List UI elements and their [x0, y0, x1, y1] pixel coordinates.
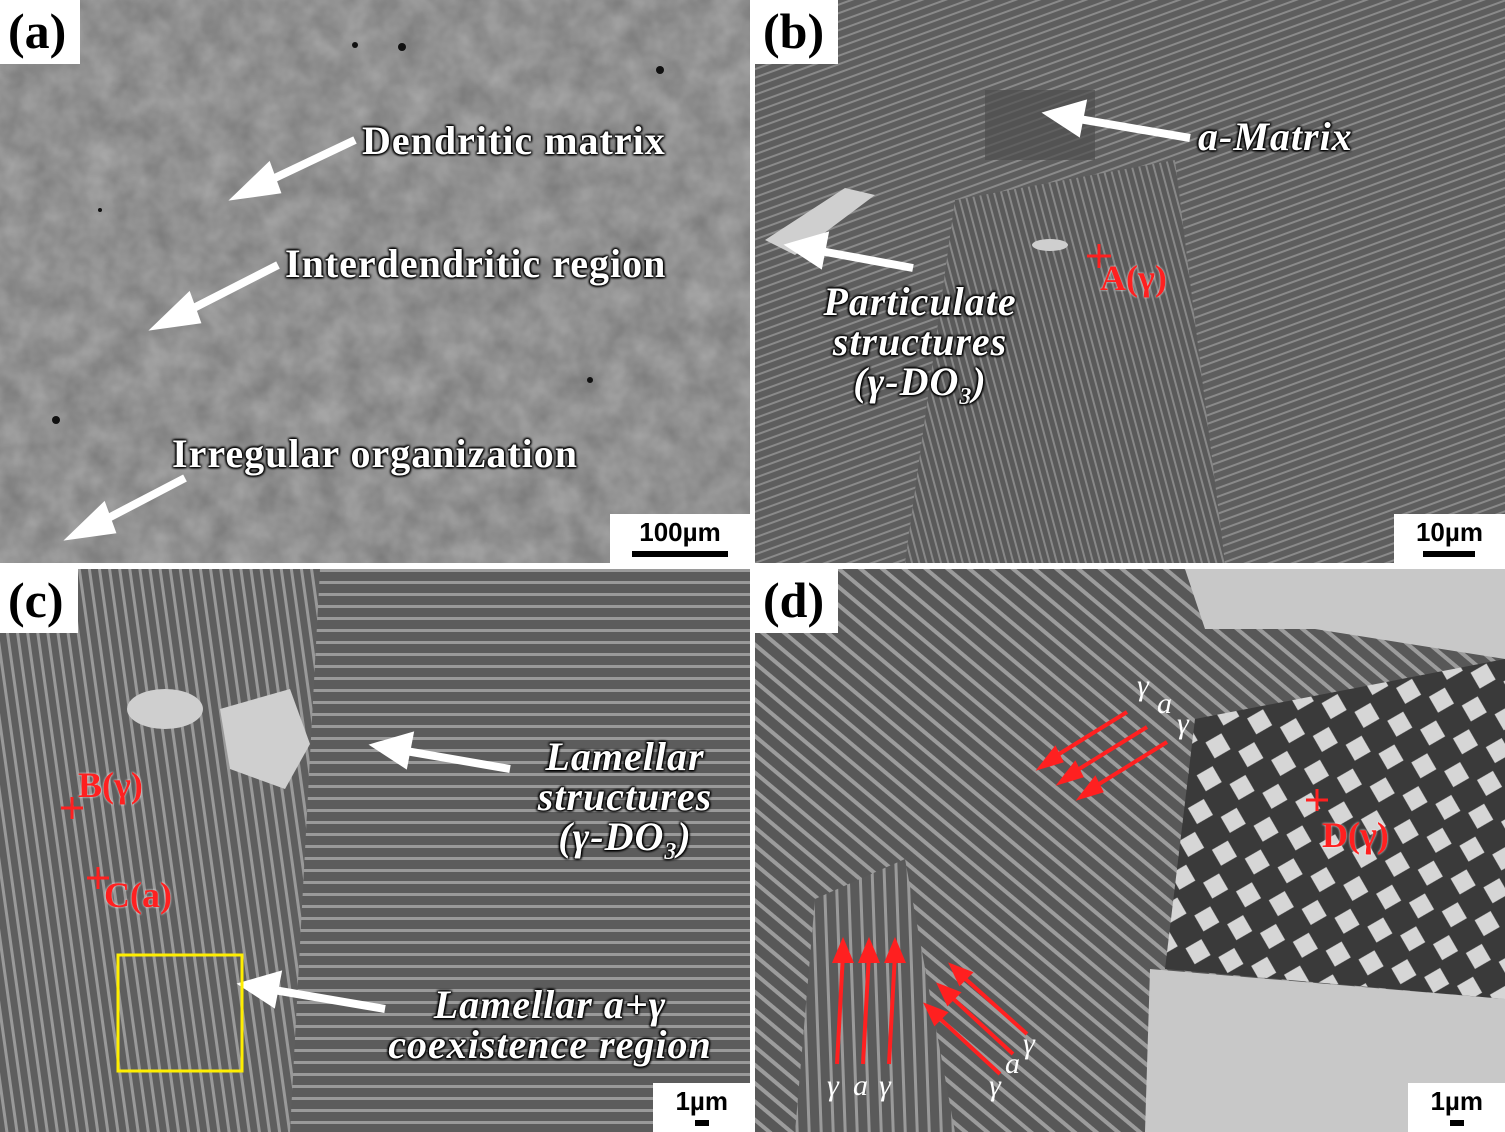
label-coexist-line1: Lamellar a+γ: [433, 982, 667, 1027]
scale-bar-a: 100µm: [610, 514, 750, 563]
label-coexistence-region: Lamellar a+γ coexistence region: [385, 985, 715, 1065]
sem-texture-b: [755, 0, 1505, 563]
label-lamellar-line3: (γ-DO3): [558, 814, 692, 865]
sem-texture-a: [0, 0, 750, 563]
panel-a-micrograph: (a) Dendritic matrix Interdendritic regi…: [0, 0, 750, 563]
label-irregular-organization: Irregular organization: [172, 431, 579, 476]
label-particulate-line2: structures: [832, 319, 1008, 364]
phase-label-br-g1: γ: [1023, 1027, 1035, 1060]
scale-bar-c-line: [694, 1120, 709, 1126]
phase-label-top-g2: γ: [1177, 707, 1189, 740]
panel-label-a: (a): [0, 0, 81, 64]
panel-label-c: (c): [0, 569, 78, 633]
panel-c-micrograph: (c) Lamellar structures (γ-DO3) Lamellar…: [0, 569, 750, 1132]
scale-bar-b-text: 10µm: [1415, 517, 1483, 548]
point-D-label: D(γ): [1322, 815, 1389, 855]
phase-label-br-g2: γ: [989, 1069, 1001, 1102]
label-particulate-line1: Particulate: [823, 279, 1017, 324]
scale-bar-d-line: [1449, 1120, 1464, 1126]
scale-bar-a-text: 100µm: [639, 517, 721, 548]
phase-label-bl-g2: γ: [879, 1069, 891, 1102]
scale-bar-a-line: [632, 551, 728, 557]
label-coexist-line2: coexistence region: [388, 1022, 712, 1067]
point-C-label: C(a): [104, 875, 172, 915]
label-lamellar-structures: Lamellar structures (γ-DO3): [510, 734, 740, 865]
phase-label-bl-g1: γ: [827, 1069, 839, 1102]
panel-d-micrograph: (d) D(γ) γ a γ γ a γ γ a γ 1µm: [755, 569, 1505, 1132]
panel-label-b: (b): [755, 0, 839, 64]
scale-bar-d: 1µm: [1408, 1083, 1505, 1132]
label-dendritic-matrix: Dendritic matrix: [362, 118, 666, 163]
scale-bar-c: 1µm: [653, 1083, 750, 1132]
scale-bar-d-text: 1µm: [1430, 1086, 1483, 1117]
scale-bar-b-line: [1423, 551, 1476, 557]
phase-label-br-a: a: [1005, 1047, 1020, 1080]
scale-bar-b: 10µm: [1393, 514, 1505, 563]
phase-label-top-g1: γ: [1137, 669, 1149, 702]
phase-label-top-a: a: [1157, 687, 1172, 720]
label-a-matrix: a-Matrix: [1198, 114, 1353, 159]
panel-b-micrograph: (b) a-Matrix Particulate structures (γ-D…: [755, 0, 1505, 563]
point-A-label: A(γ): [1100, 258, 1167, 298]
phase-label-bl-a: a: [853, 1069, 868, 1102]
label-particulate-structures: Particulate structures (γ-DO3): [810, 279, 1030, 410]
point-B-label: B(γ): [78, 765, 143, 805]
sem-texture-d: [755, 569, 1505, 1132]
label-lamellar-line2: structures: [537, 774, 713, 819]
scale-bar-c-text: 1µm: [675, 1086, 728, 1117]
label-interdendritic-region: Interdendritic region: [285, 241, 667, 286]
label-particulate-line3: (γ-DO3): [853, 359, 987, 410]
label-lamellar-line1: Lamellar: [545, 734, 705, 779]
panel-label-d: (d): [755, 569, 839, 633]
